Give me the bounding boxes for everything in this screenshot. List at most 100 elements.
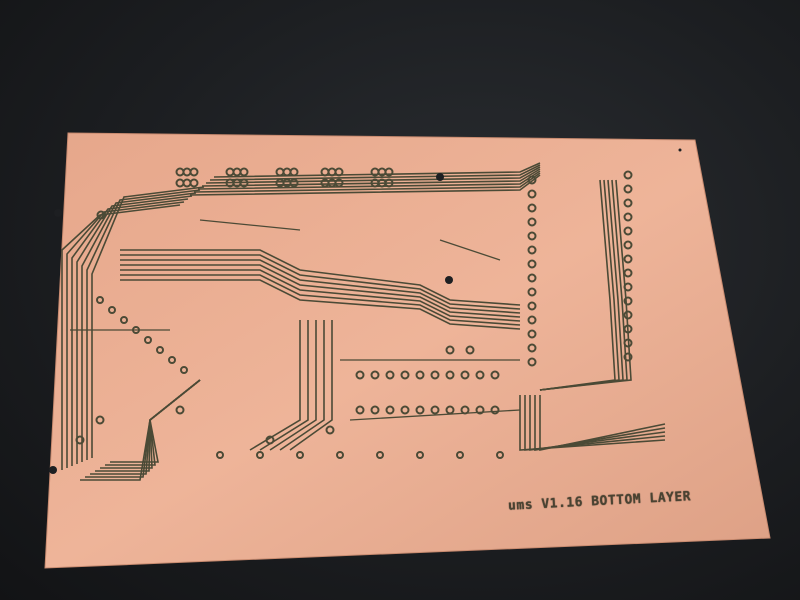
trace bbox=[289, 320, 333, 451]
pad bbox=[623, 254, 633, 264]
pad bbox=[175, 405, 185, 415]
trace bbox=[519, 395, 666, 451]
trace bbox=[81, 192, 197, 462]
trace bbox=[110, 379, 201, 463]
pad bbox=[527, 189, 537, 199]
pad bbox=[95, 415, 105, 425]
trace bbox=[524, 395, 666, 451]
drill-hole bbox=[445, 276, 453, 284]
pad bbox=[265, 435, 275, 445]
pad bbox=[75, 435, 85, 445]
pad bbox=[96, 296, 104, 304]
pad bbox=[623, 338, 633, 348]
pad bbox=[623, 226, 633, 236]
pad bbox=[400, 370, 410, 380]
pad bbox=[239, 178, 249, 188]
trace bbox=[529, 395, 666, 451]
trace bbox=[189, 174, 541, 196]
pad bbox=[445, 370, 455, 380]
pad bbox=[527, 357, 537, 367]
pad bbox=[623, 184, 633, 194]
trace bbox=[120, 279, 521, 330]
pad bbox=[527, 231, 537, 241]
pad bbox=[623, 198, 633, 208]
trace bbox=[86, 189, 201, 460]
pad bbox=[120, 316, 128, 324]
pad bbox=[460, 370, 470, 380]
pad bbox=[460, 405, 470, 415]
pad bbox=[490, 405, 500, 415]
pad bbox=[527, 245, 537, 255]
trace bbox=[269, 320, 317, 451]
pad bbox=[456, 451, 464, 459]
pad bbox=[527, 175, 537, 185]
pad bbox=[384, 178, 394, 188]
pad bbox=[623, 352, 633, 362]
trace bbox=[259, 320, 309, 451]
pad bbox=[527, 315, 537, 325]
trace bbox=[71, 198, 189, 466]
pad bbox=[623, 170, 633, 180]
trace bbox=[199, 219, 301, 231]
drill-hole bbox=[678, 148, 682, 152]
trace bbox=[205, 166, 541, 184]
pad bbox=[156, 346, 164, 354]
drill-hole bbox=[49, 466, 57, 474]
pad bbox=[475, 370, 485, 380]
pad bbox=[623, 282, 633, 292]
pad bbox=[108, 306, 116, 314]
trace bbox=[213, 162, 541, 178]
pad bbox=[527, 287, 537, 297]
pad bbox=[445, 345, 455, 355]
pad bbox=[334, 178, 344, 188]
pad bbox=[189, 178, 199, 188]
trace bbox=[539, 395, 666, 451]
pad bbox=[355, 405, 365, 415]
pad bbox=[415, 370, 425, 380]
pad bbox=[355, 370, 365, 380]
copper-traces bbox=[61, 162, 666, 481]
pad bbox=[527, 301, 537, 311]
pad bbox=[325, 425, 335, 435]
pad bbox=[385, 405, 395, 415]
solder-pads bbox=[75, 167, 633, 459]
trace bbox=[279, 320, 325, 451]
pad bbox=[256, 451, 264, 459]
pad bbox=[216, 451, 224, 459]
pad bbox=[384, 167, 394, 177]
trace bbox=[209, 164, 541, 181]
pad bbox=[496, 451, 504, 459]
trace bbox=[120, 264, 521, 318]
pad bbox=[527, 203, 537, 213]
trace bbox=[120, 274, 521, 326]
pad bbox=[623, 240, 633, 250]
board-outline bbox=[44, 132, 771, 569]
trace bbox=[120, 259, 521, 314]
pad bbox=[376, 451, 384, 459]
mounting-holes bbox=[49, 148, 682, 474]
pad bbox=[132, 326, 140, 334]
pad bbox=[189, 167, 199, 177]
pad bbox=[239, 167, 249, 177]
pad bbox=[527, 343, 537, 353]
pad bbox=[296, 451, 304, 459]
pad bbox=[430, 370, 440, 380]
trace bbox=[439, 239, 501, 261]
pad bbox=[465, 345, 475, 355]
pad bbox=[527, 273, 537, 283]
pad bbox=[416, 451, 424, 459]
pad bbox=[475, 405, 485, 415]
pad bbox=[180, 366, 188, 374]
pad bbox=[445, 405, 455, 415]
pad bbox=[334, 167, 344, 177]
pad bbox=[527, 329, 537, 339]
pad bbox=[370, 405, 380, 415]
pad bbox=[527, 259, 537, 269]
trace bbox=[66, 201, 185, 468]
pad bbox=[623, 212, 633, 222]
pad bbox=[370, 370, 380, 380]
trace bbox=[91, 186, 205, 458]
trace bbox=[120, 269, 521, 322]
pad bbox=[168, 356, 176, 364]
